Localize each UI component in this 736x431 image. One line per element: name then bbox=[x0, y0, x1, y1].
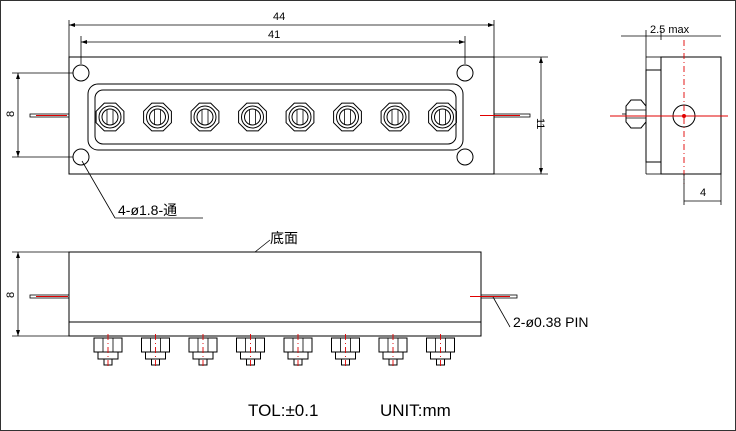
connector-pin-ring bbox=[196, 108, 214, 126]
connector-nut bbox=[238, 102, 267, 132]
dim-hole-vertical: 8 bbox=[5, 111, 17, 117]
dim-overall-width: 44 bbox=[273, 11, 285, 23]
connector-nut bbox=[285, 102, 315, 132]
connector bbox=[426, 334, 455, 368]
connector bbox=[188, 334, 218, 368]
arrowhead bbox=[69, 23, 75, 27]
unit-note: UNIT:mm bbox=[380, 401, 451, 420]
dim-hole-pitch: 41 bbox=[268, 29, 280, 41]
connector bbox=[143, 102, 172, 132]
connector-pin-ring bbox=[149, 108, 166, 126]
front-body bbox=[68, 56, 495, 175]
front-view: 44 41 8 11 4-ø1.8-通 bbox=[5, 11, 548, 219]
side-nut bbox=[625, 99, 647, 129]
connector-nut bbox=[428, 102, 457, 132]
connector bbox=[190, 102, 220, 132]
dim-height: 8 bbox=[5, 292, 17, 298]
connector-body bbox=[431, 105, 454, 129]
arrowhead bbox=[539, 168, 543, 174]
mount-hole bbox=[456, 64, 474, 82]
connector bbox=[238, 102, 267, 132]
leader-line bbox=[492, 296, 511, 328]
dim-max-thickness: 2.5 max bbox=[650, 24, 690, 36]
connector-pin-ring bbox=[434, 108, 451, 126]
arrowhead bbox=[16, 151, 20, 157]
connector-body bbox=[287, 351, 309, 360]
arrowhead bbox=[459, 40, 465, 44]
arrowhead bbox=[16, 330, 20, 336]
pin-note: 2-ø0.38 PIN bbox=[513, 314, 588, 330]
bottom-label: 底面 bbox=[270, 230, 298, 246]
left-pin bbox=[29, 113, 70, 118]
connector-nut bbox=[380, 102, 410, 132]
connector-body bbox=[335, 351, 356, 360]
leader-line bbox=[254, 239, 271, 253]
connector bbox=[428, 102, 457, 132]
connector bbox=[331, 334, 360, 368]
side-view: 2.5 max 4 bbox=[610, 24, 728, 205]
arrowhead bbox=[488, 23, 494, 27]
connector bbox=[236, 334, 265, 368]
bottom-body bbox=[68, 251, 482, 337]
connector-pin-ring bbox=[291, 108, 309, 126]
connector-pin-ring bbox=[386, 108, 404, 126]
connector-nut bbox=[95, 102, 125, 132]
connector-body bbox=[193, 105, 217, 129]
arrowhead bbox=[539, 57, 543, 63]
connector bbox=[93, 334, 123, 368]
connector-body bbox=[383, 105, 407, 129]
connector-body bbox=[382, 351, 404, 360]
arrowhead bbox=[81, 40, 87, 44]
connector bbox=[95, 102, 125, 132]
connector-body bbox=[240, 351, 261, 360]
arrowhead bbox=[16, 73, 20, 79]
connector bbox=[378, 334, 408, 368]
connector-body bbox=[336, 105, 359, 129]
connector-pin-ring bbox=[244, 108, 261, 126]
mount-hole bbox=[72, 64, 90, 82]
dim-height: 11 bbox=[534, 118, 546, 129]
connector-body bbox=[98, 105, 122, 129]
connector-pin-ring bbox=[339, 108, 356, 126]
connector-pin-ring bbox=[101, 108, 119, 126]
connector-row bbox=[93, 334, 455, 368]
connector-body bbox=[288, 105, 312, 129]
left-pin bbox=[29, 294, 70, 299]
connector bbox=[141, 334, 170, 368]
connector-body bbox=[241, 105, 264, 129]
tolerance-note: TOL:±0.1 bbox=[248, 401, 318, 420]
leader-line bbox=[81, 160, 116, 219]
mount-hole bbox=[456, 148, 474, 166]
connector bbox=[283, 334, 313, 368]
connector-nut bbox=[190, 102, 220, 132]
connector-body bbox=[430, 351, 451, 360]
dim-depth: 4 bbox=[700, 187, 706, 199]
connector-body bbox=[146, 105, 169, 129]
mount-holes-note: 4-ø1.8-通 bbox=[118, 202, 177, 218]
connector-nut bbox=[143, 102, 172, 132]
connector-row bbox=[95, 102, 457, 132]
connector bbox=[333, 102, 362, 132]
mount-hole bbox=[72, 148, 90, 166]
arrowhead bbox=[16, 252, 20, 258]
connector-body bbox=[145, 351, 166, 360]
connector-body bbox=[97, 351, 119, 360]
connector bbox=[285, 102, 315, 132]
bottom-view: 8 底面 2-ø0.38 PIN bbox=[5, 230, 588, 368]
connector bbox=[380, 102, 410, 132]
connector-nut bbox=[333, 102, 362, 132]
connector-frame-outer bbox=[87, 83, 464, 151]
connector-body bbox=[192, 351, 214, 360]
